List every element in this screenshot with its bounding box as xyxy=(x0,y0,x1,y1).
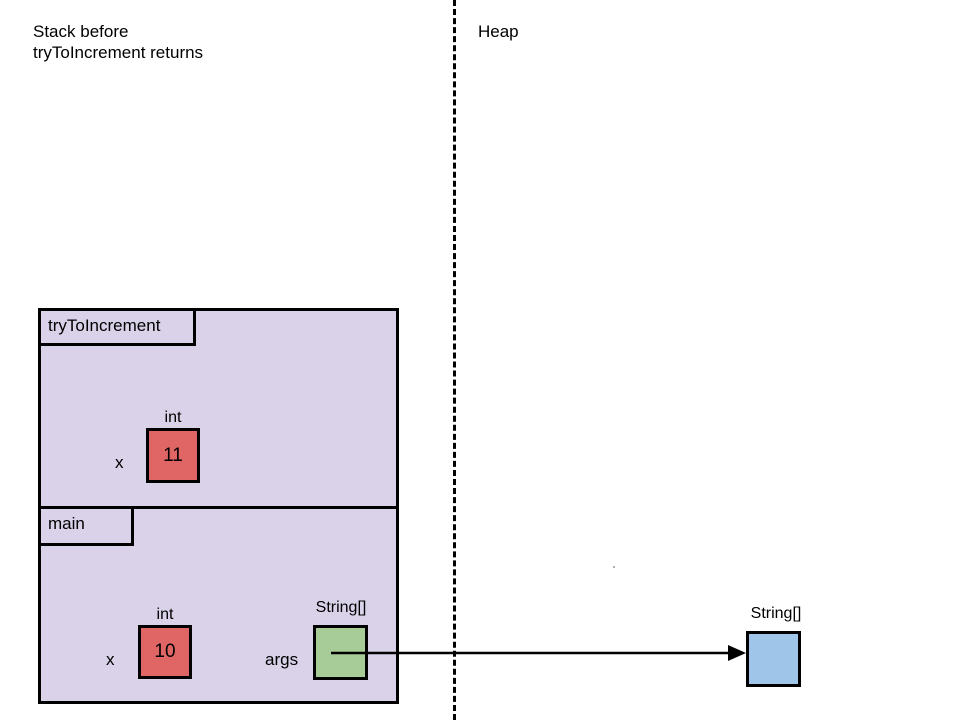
var-type-label: int xyxy=(164,409,182,426)
var-name-label: x xyxy=(106,650,115,669)
heap-object xyxy=(746,631,801,687)
frame-main: main xyxy=(38,506,399,704)
stray-dot xyxy=(613,566,615,568)
var-name-label: args xyxy=(265,650,299,669)
var-type-label: int xyxy=(156,606,174,623)
stack-title-line-2: tryToIncrement returns xyxy=(33,43,204,62)
frame-tryToIncrement: tryToIncrement xyxy=(38,308,399,510)
stack-heap-divider xyxy=(453,0,456,720)
arrow-head xyxy=(728,645,746,661)
var-value-cell: 10 xyxy=(138,625,192,679)
frame-tryToIncrement-name: tryToIncrement xyxy=(41,311,196,346)
heap-object-type-label: String[] xyxy=(750,605,802,622)
frame-main-name: main xyxy=(41,509,134,546)
heap-title: Heap xyxy=(478,22,519,41)
stack-title-line-1: Stack before xyxy=(33,22,129,41)
var-type-label: String[] xyxy=(315,599,367,616)
var-name-label: x xyxy=(115,453,124,472)
var-value-cell: 11 xyxy=(146,428,200,483)
